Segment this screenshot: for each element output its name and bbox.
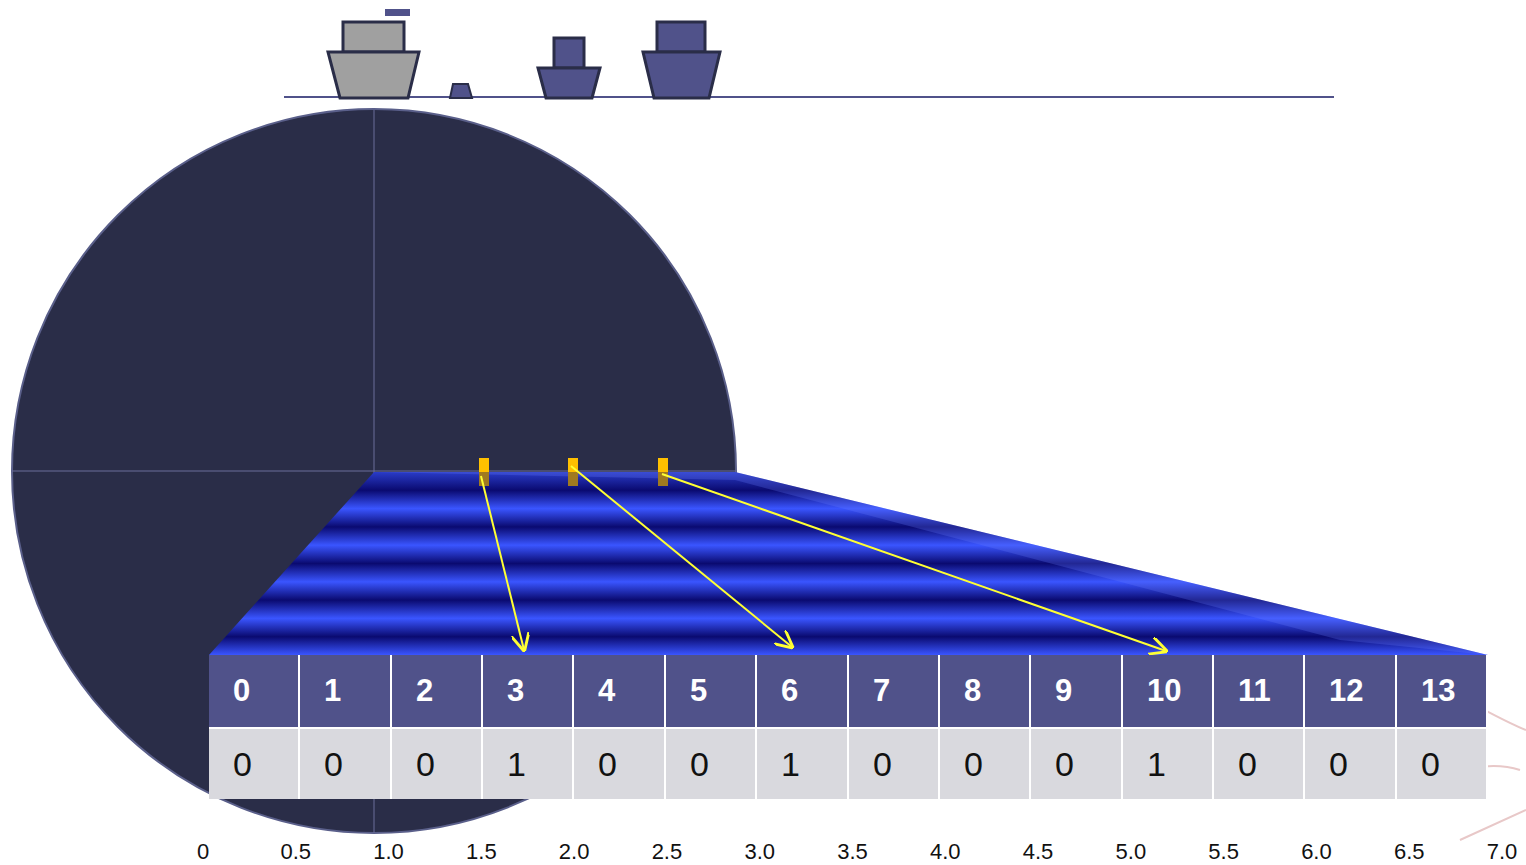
- bit-cell: 1: [757, 727, 849, 799]
- ship: [643, 22, 720, 98]
- bit-cell: 0: [574, 727, 666, 799]
- axis-label: 7.0: [1487, 839, 1518, 865]
- axis-label: 5.0: [1116, 839, 1147, 865]
- bit-cell: 0: [1305, 727, 1397, 799]
- axis-label: 1.5: [466, 839, 497, 865]
- index-cell: 13: [1397, 655, 1488, 727]
- index-cell: 2: [392, 655, 483, 727]
- index-cell-text: 2: [416, 673, 433, 709]
- buoy: [450, 84, 472, 98]
- globe: [12, 109, 736, 833]
- axis-label: 0.5: [280, 839, 311, 865]
- index-cell-text: 9: [1055, 673, 1072, 709]
- crosshair: [12, 471, 736, 472]
- index-cell-text: 4: [598, 673, 615, 709]
- bit-cell-text: 0: [1329, 745, 1348, 784]
- bit-cell-text: 1: [1147, 745, 1166, 784]
- leader-arrow: [662, 474, 1166, 651]
- axis-label: 6.5: [1394, 839, 1425, 865]
- index-cell-text: 12: [1329, 673, 1363, 709]
- marker: [658, 458, 668, 472]
- bit-cell-text: 0: [690, 745, 709, 784]
- index-cell: 3: [483, 655, 574, 727]
- index-cell: 4: [574, 655, 666, 727]
- bit-cell-text: 0: [324, 745, 343, 784]
- index-cell: 8: [940, 655, 1031, 727]
- marker: [479, 472, 489, 486]
- axis-label: 4.5: [1023, 839, 1054, 865]
- index-cell: 9: [1031, 655, 1123, 727]
- index-cell-text: 10: [1147, 673, 1181, 709]
- axis-label: 0: [197, 839, 209, 865]
- leader-arrow: [481, 476, 524, 650]
- index-cell: 1: [300, 655, 392, 727]
- index-cell-text: 0: [233, 673, 250, 709]
- axis-label: 2.5: [652, 839, 683, 865]
- index-cell-text: 13: [1421, 673, 1455, 709]
- bit-cell-text: 0: [964, 745, 983, 784]
- index-cell: 6: [757, 655, 849, 727]
- bit-cell-text: 0: [233, 745, 252, 784]
- bit-cell: 0: [940, 727, 1031, 799]
- axis-label: 5.5: [1208, 839, 1239, 865]
- axis-label: 1.0: [373, 839, 404, 865]
- bit-cell-text: 1: [781, 745, 800, 784]
- bit-cell-text: 0: [1238, 745, 1257, 784]
- bit-cell-text: 0: [598, 745, 617, 784]
- index-cell: 0: [209, 655, 300, 727]
- bit-cell: 0: [209, 727, 300, 799]
- bit-cell: 0: [1031, 727, 1123, 799]
- index-cell: 12: [1305, 655, 1397, 727]
- bit-cell: 0: [1397, 727, 1488, 799]
- ship: [538, 38, 600, 98]
- index-cell-text: 6: [781, 673, 798, 709]
- bit-cell-text: 0: [1055, 745, 1074, 784]
- bit-cell-text: 1: [507, 745, 526, 784]
- sea-surface: [284, 96, 1334, 98]
- bit-cell: 0: [1214, 727, 1305, 799]
- marker: [479, 458, 489, 472]
- axis-label: 4.0: [930, 839, 961, 865]
- index-cell-text: 3: [507, 673, 524, 709]
- index-cell-text: 1: [324, 673, 341, 709]
- index-cell-text: 7: [873, 673, 890, 709]
- bit-cell: 0: [392, 727, 483, 799]
- bit-cell: 1: [1123, 727, 1214, 799]
- index-cell-text: 8: [964, 673, 981, 709]
- bit-cell-text: 0: [873, 745, 892, 784]
- bit-cell: 1: [483, 727, 574, 799]
- axis-label: 3.0: [744, 839, 775, 865]
- index-cell-text: 11: [1238, 673, 1271, 709]
- bit-cell: 0: [849, 727, 940, 799]
- index-cell: 7: [849, 655, 940, 727]
- bit-cell: 0: [300, 727, 392, 799]
- bit-cell-text: 0: [416, 745, 435, 784]
- beam-edge: [374, 472, 1488, 655]
- bit-cell-text: 0: [1421, 745, 1440, 784]
- leader-arrow: [571, 466, 792, 647]
- index-cell: 5: [666, 655, 757, 727]
- index-cell: 11: [1214, 655, 1305, 727]
- marker: [568, 472, 578, 486]
- index-cell: 10: [1123, 655, 1214, 727]
- axis-label: 3.5: [837, 839, 868, 865]
- index-cell-text: 5: [690, 673, 707, 709]
- bit-cell: 0: [666, 727, 757, 799]
- axis-label: 6.0: [1301, 839, 1332, 865]
- ship: [328, 9, 419, 98]
- beam-band: [209, 472, 1488, 655]
- axis-label: 2.0: [559, 839, 590, 865]
